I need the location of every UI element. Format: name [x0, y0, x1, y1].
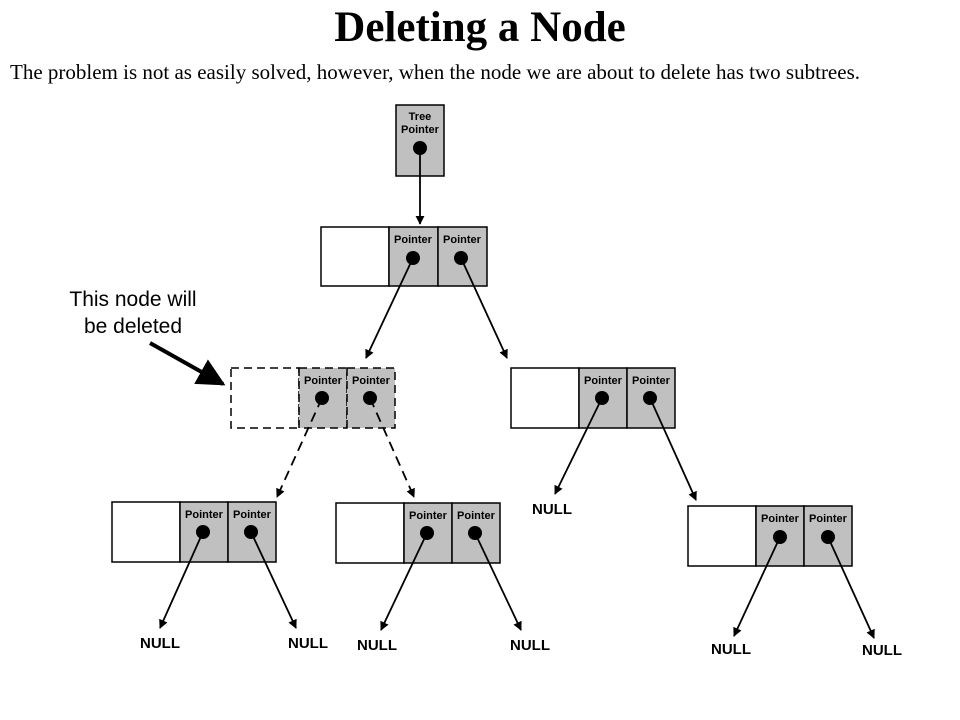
arrow-lr-right-null [474, 532, 522, 631]
right-pointer-label: Pointer [632, 375, 671, 387]
tree-pointer-label-line2: Pointer [401, 124, 440, 136]
right-pointer-label: Pointer [352, 375, 391, 387]
node-data-cell [230, 367, 300, 429]
node-data-cell [111, 501, 181, 563]
node-data-cell [320, 226, 390, 287]
slide-body-text: The problem is not as easily solved, how… [10, 60, 860, 84]
right-pointer-label: Pointer [233, 509, 272, 521]
pointer-arrows [159, 148, 875, 639]
left-pointer-label: Pointer [394, 234, 433, 246]
node-data-cell [510, 367, 580, 429]
node-right-right-grandchild: Pointer Pointer [687, 505, 853, 567]
callout-line2: be deleted [84, 315, 182, 338]
arrow-root-to-left [365, 257, 414, 359]
null-label: NULL [288, 635, 328, 652]
left-pointer-label: Pointer [185, 509, 224, 521]
right-pointer-label: Pointer [443, 234, 482, 246]
arrow-root-to-right [460, 257, 508, 359]
arrow-right-child-to-null [554, 397, 603, 495]
callout-arrow [149, 341, 226, 386]
arrow-rr-right-null [827, 536, 875, 639]
node-left-right-grandchild: Pointer Pointer [335, 502, 501, 564]
null-label: NULL [357, 637, 397, 654]
arrow-lr-left-null [380, 532, 428, 631]
node-root: Pointer Pointer [320, 226, 488, 287]
node-right-child: Pointer Pointer [510, 367, 676, 429]
left-pointer-label: Pointer [304, 375, 343, 387]
tree-pointer-label-line1: Tree [409, 111, 432, 123]
null-label: NULL [510, 637, 550, 654]
node-data-cell [335, 502, 405, 564]
arrow-rr-left-null [733, 536, 781, 637]
arrow-ll-right-null [250, 531, 297, 629]
arrow-deleted-to-left [276, 397, 323, 498]
null-label: NULL [862, 642, 902, 659]
node-to-delete: Pointer Pointer [230, 367, 396, 429]
node-data-cell [687, 505, 757, 567]
right-pointer-label: Pointer [809, 513, 848, 525]
null-label: NULL [140, 635, 180, 652]
node-left-left-grandchild: Pointer Pointer [111, 501, 277, 563]
callout-line1: This node will [69, 288, 196, 311]
left-pointer-label: Pointer [409, 510, 448, 522]
arrow-ll-left-null [159, 531, 204, 629]
right-pointer-label: Pointer [457, 510, 496, 522]
left-pointer-label: Pointer [584, 375, 623, 387]
slide-title: Deleting a Node [334, 4, 626, 51]
arrow-deleted-to-right [369, 397, 415, 498]
left-pointer-label: Pointer [761, 513, 800, 525]
null-label: NULL [711, 641, 751, 658]
arrow-right-child-to-right [649, 397, 697, 501]
null-label: NULL [532, 501, 572, 518]
